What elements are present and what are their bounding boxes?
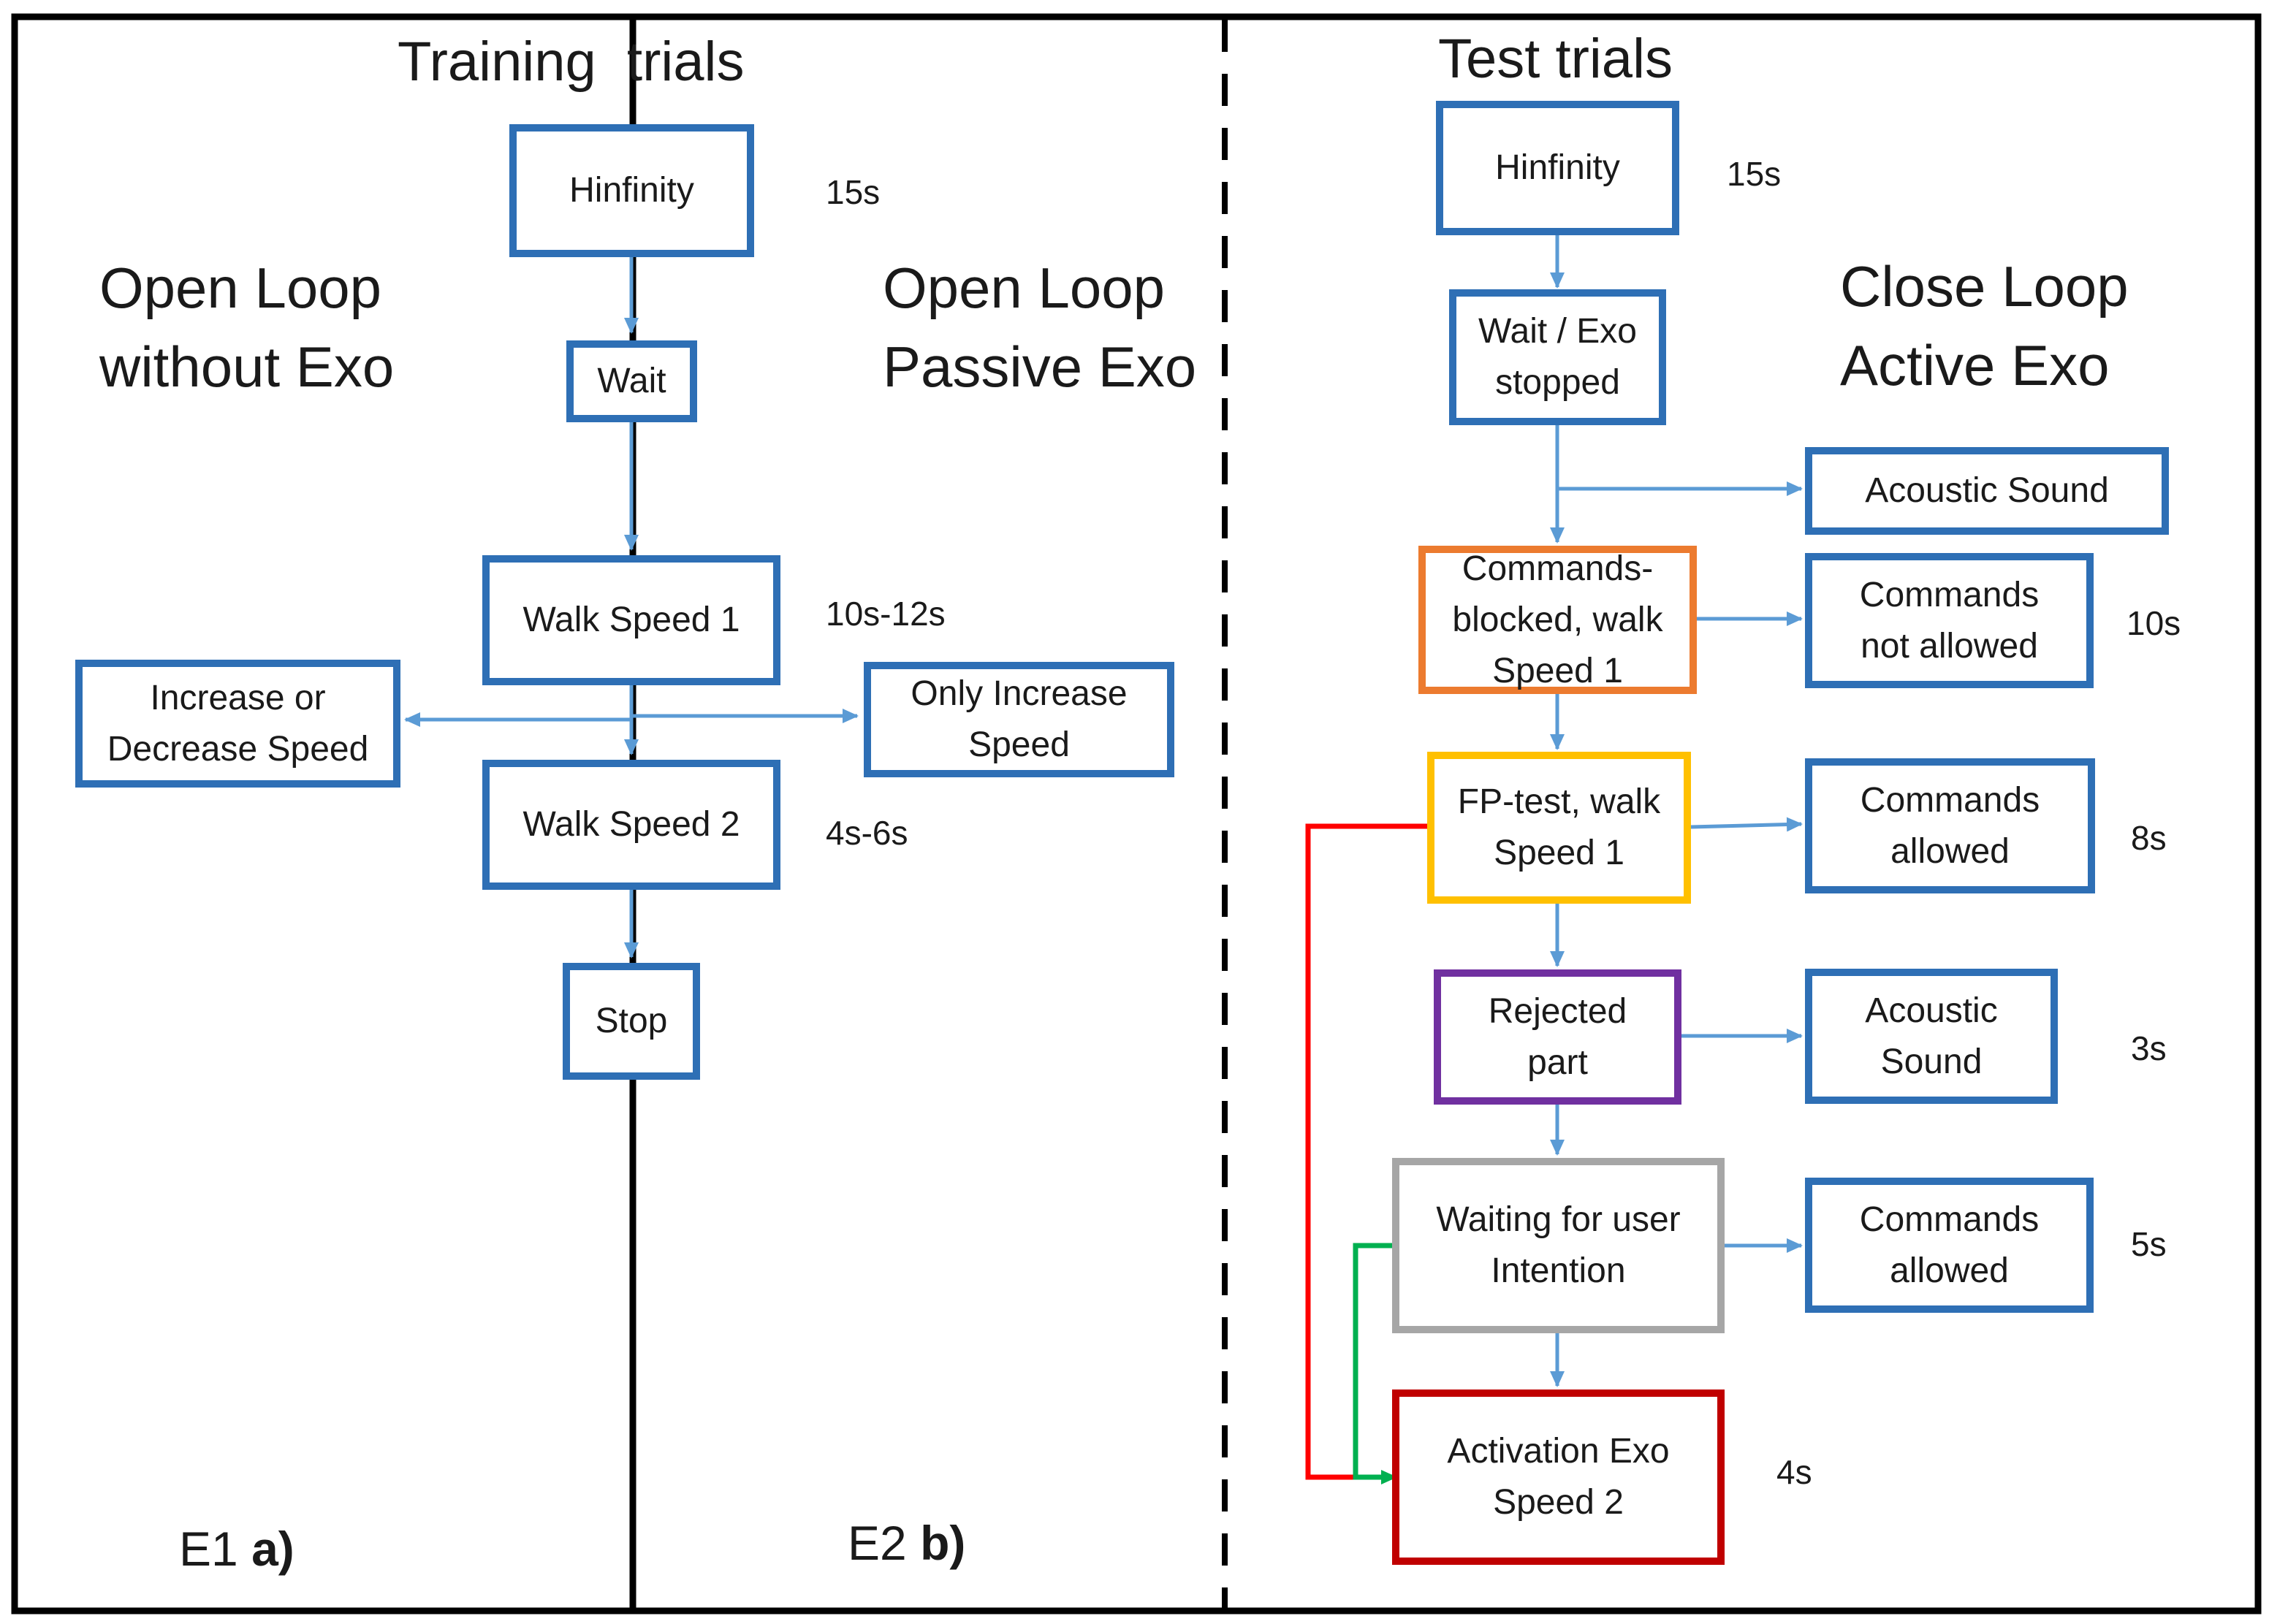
commands-allowed-2-line-1: Commands xyxy=(1859,1200,2040,1239)
commands-not-allowed-line-2: not allowed xyxy=(1861,626,2038,666)
commands-not-allowed-box: Commands not allowed xyxy=(1805,553,2094,688)
activation-exo-speed-2-line-2: Speed 2 xyxy=(1493,1483,1624,1522)
only-increase-speed-box: Only Increase Speed xyxy=(864,662,1174,777)
acoustic-sound-box-1: Acoustic Sound xyxy=(1805,447,2169,535)
acoustic-sound-1-label: Acoustic Sound xyxy=(1865,471,2109,510)
panel-b-letter: b) xyxy=(920,1516,966,1570)
acoustic-sound-2-duration: 3s xyxy=(2131,1029,2167,1067)
commands-allowed-2-line-2: allowed xyxy=(1890,1251,2009,1290)
training-hinfinity-label: Hinfinity xyxy=(569,171,694,210)
test-hinfinity-label: Hinfinity xyxy=(1495,148,1620,187)
training-walk-speed-1-duration: 10s-12s xyxy=(826,595,946,633)
training-walk-speed-2-box: Walk Speed 2 xyxy=(482,760,780,890)
increase-or-decrease-speed-line-2: Decrease Speed xyxy=(107,729,369,769)
training-walk-speed-1-label: Walk Speed 1 xyxy=(522,601,740,639)
increase-or-decrease-speed-line-1: Increase or xyxy=(150,678,326,717)
commands-blocked-line-3: Speed 1 xyxy=(1492,651,1623,690)
commands-allowed-box-2: Commands allowed xyxy=(1805,1178,2094,1313)
activation-exo-speed-2-line-1: Activation Exo xyxy=(1447,1432,1670,1471)
open-loop-passive-exo-label: Open Loop Passive Exo xyxy=(883,256,1197,399)
acoustic-sound-box-2: Acoustic Sound xyxy=(1805,969,2058,1104)
training-walk-speed-2-label: Walk Speed 2 xyxy=(522,805,740,844)
training-stop-box: Stop xyxy=(563,963,700,1080)
commands-not-allowed-line-1: Commands xyxy=(1859,575,2040,614)
rejected-part-line-1: Rejected xyxy=(1488,991,1627,1031)
training-hinfinity-box: Hinfinity xyxy=(509,124,754,257)
panel-b-reference: E2 b) xyxy=(848,1514,965,1572)
test-hinfinity-duration: 15s xyxy=(1727,155,1782,193)
waiting-for-user-intention-line-1: Waiting for user xyxy=(1436,1200,1681,1239)
panel-a-letter: a) xyxy=(251,1522,294,1576)
commands-blocked-line-2: blocked, walk xyxy=(1452,600,1663,639)
panel-b-prefix: E2 xyxy=(848,1516,921,1570)
training-connectors xyxy=(404,257,859,958)
outer-frame xyxy=(11,13,2262,1615)
training-walk-speed-1-box: Walk Speed 1 xyxy=(482,555,780,685)
training-stop-label: Stop xyxy=(595,1002,668,1040)
feedback-green-arrow xyxy=(1353,1243,1398,1484)
close-loop-active-exo-label: Close Loop Active Exo xyxy=(1840,254,2129,397)
rejected-part-line-2: part xyxy=(1527,1042,1588,1082)
commands-allowed-1-line-1: Commands xyxy=(1860,780,2040,820)
panel-a-reference: E1 a) xyxy=(179,1520,294,1578)
wait-exo-stopped-line-1: Wait / Exo xyxy=(1478,312,1637,351)
feedback-red-line xyxy=(1305,823,1434,1480)
training-wait-label: Wait xyxy=(597,362,666,400)
training-wait-box: Wait xyxy=(566,340,697,422)
commands-blocked-line-1: Commands- xyxy=(1462,549,1654,588)
commands-allowed-box-1: Commands allowed xyxy=(1805,758,2095,893)
wait-exo-stopped-box: Wait / Exo stopped xyxy=(1449,289,1666,425)
waiting-for-user-intention-line-2: Intention xyxy=(1491,1251,1626,1290)
test-trials-title: Test trials xyxy=(1438,28,1673,90)
activation-exo-speed-2-box: Activation Exo Speed 2 xyxy=(1392,1389,1725,1565)
only-increase-speed-line-2: Speed xyxy=(968,725,1070,764)
acoustic-sound-2-line-1: Acoustic xyxy=(1865,991,1998,1030)
test-hinfinity-box: Hinfinity xyxy=(1436,101,1679,235)
commands-not-allowed-duration: 10s xyxy=(2127,604,2181,642)
rejected-part-box: Rejected part xyxy=(1434,969,1681,1105)
commands-blocked-box: Commands- blocked, walk Speed 1 xyxy=(1418,546,1697,694)
training-walk-speed-2-duration: 4s-6s xyxy=(826,814,908,852)
commands-allowed-2-duration: 5s xyxy=(2131,1225,2167,1263)
acoustic-sound-2-line-2: Sound xyxy=(1880,1042,1983,1081)
waiting-for-user-intention-box: Waiting for user Intention xyxy=(1392,1158,1725,1333)
training-trials-title: Training trials xyxy=(398,31,745,93)
fp-test-line-1: FP-test, walk xyxy=(1457,782,1661,821)
wait-exo-stopped-line-2: stopped xyxy=(1495,363,1620,402)
only-increase-speed-line-1: Only Increase xyxy=(911,674,1128,713)
test-connectors xyxy=(1550,235,1803,1387)
commands-allowed-1-line-2: allowed xyxy=(1890,831,2010,871)
open-loop-without-exo-label: Open Loop without Exo xyxy=(99,256,395,399)
fp-test-box: FP-test, walk Speed 1 xyxy=(1427,752,1691,904)
fp-test-line-2: Speed 1 xyxy=(1494,834,1624,872)
increase-or-decrease-speed-box: Increase or Decrease Speed xyxy=(75,660,400,788)
training-hinfinity-duration: 15s xyxy=(826,173,881,211)
activation-exo-duration: 4s xyxy=(1776,1453,1812,1491)
commands-allowed-1-duration: 8s xyxy=(2131,819,2167,857)
panel-a-prefix: E1 xyxy=(179,1522,252,1576)
